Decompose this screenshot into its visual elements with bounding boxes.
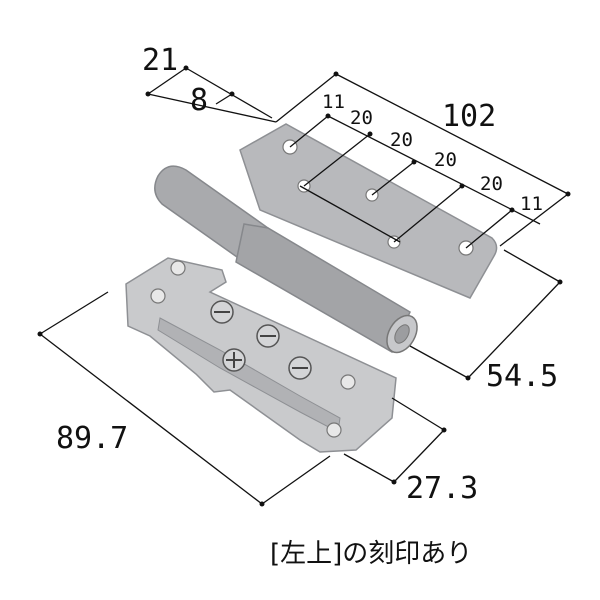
dim-label-21: 21: [142, 43, 178, 78]
adjustment-screw: [256, 324, 280, 348]
dim-label-hole-2: 20: [350, 107, 373, 129]
screw-hole: [326, 422, 342, 438]
engraving-note: [左上]の刻印あり: [270, 539, 472, 569]
dim-label-27-3: 27.3: [406, 471, 478, 506]
dim-label-89-7: 89.7: [56, 421, 128, 456]
hinge-base: [125, 257, 397, 453]
dim-label-102: 102: [442, 99, 496, 134]
screw-hole: [340, 374, 356, 390]
adjustment-screw: [210, 300, 234, 324]
dim-label-hole-6: 11: [520, 193, 543, 215]
screw-hole: [170, 260, 186, 276]
dim-label-8: 8: [190, 83, 208, 118]
adjustment-screw: [288, 356, 312, 380]
adjustment-screw: [222, 348, 246, 372]
dim-label-hole-1: 11: [322, 91, 345, 113]
dimension-lines: [37, 65, 571, 507]
dim-label-hole-3: 20: [390, 129, 413, 151]
dim-label-hole-4: 20: [434, 149, 457, 171]
dim-label-hole-5: 20: [480, 173, 503, 195]
hinge-pin: [154, 165, 418, 354]
dim-label-54-5: 54.5: [486, 359, 558, 394]
screw-hole: [150, 288, 166, 304]
